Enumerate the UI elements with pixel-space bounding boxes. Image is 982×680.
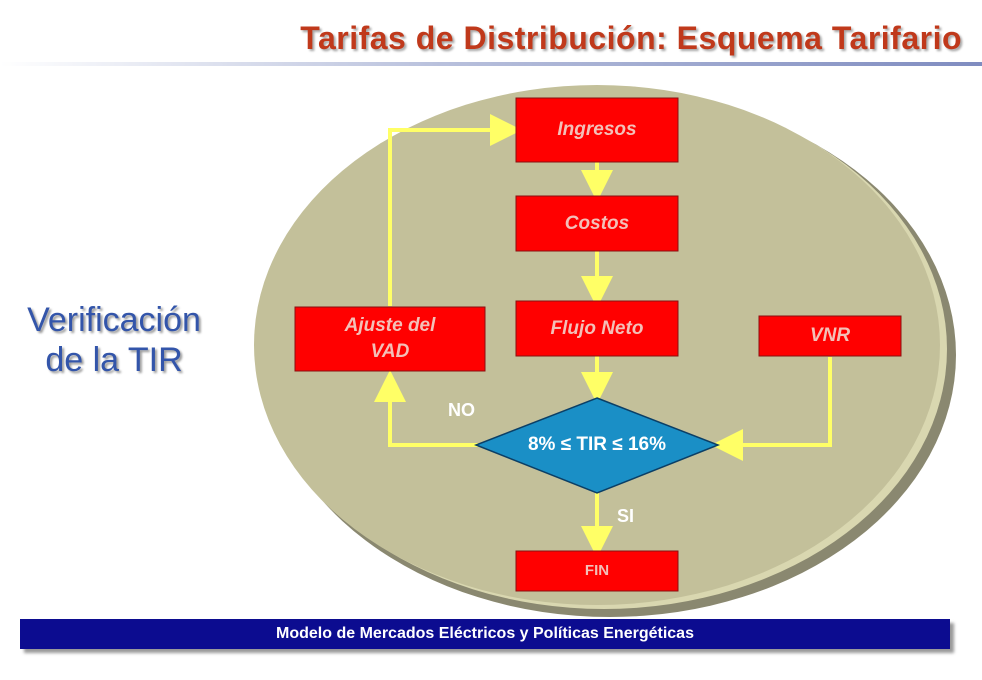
connector-vnr-to-decision: [711, 357, 832, 461]
label-ajuste-vad: Ajuste del VAD: [295, 307, 485, 371]
side-label-line-1: Verificación: [27, 301, 201, 339]
label-ingresos: Ingresos: [557, 119, 637, 140]
page-title: Tarifas de Distribución: Esquema Tarifar…: [300, 20, 962, 56]
title-underline: [0, 62, 982, 66]
label-ajuste-line-2: VAD: [370, 341, 410, 362]
box-fin: [515, 550, 679, 592]
label-decision: 8% ≤ TIR ≤ 16%: [527, 434, 667, 455]
box-flujo-neto: [515, 300, 679, 357]
label-ajuste-line-1: Ajuste del: [344, 315, 436, 336]
box-ajuste-vad: [294, 306, 486, 372]
footer-text: Modelo de Mercados Eléctricos y Política…: [276, 625, 694, 642]
connector-no-to-ajuste: [374, 370, 478, 447]
label-flujo-neto: Flujo Neto: [550, 317, 644, 339]
label-vnr: VNR: [809, 325, 851, 346]
side-label-line-2: de la TIR: [45, 341, 183, 379]
connector-ajuste-to-ingresos: [388, 114, 522, 306]
branch-label-no: NO: [448, 400, 475, 420]
label-fin: FIN: [584, 562, 610, 579]
decision-diamond: [473, 397, 721, 494]
side-label: Verificación de la TIR: [14, 300, 214, 380]
box-vnr: [758, 315, 902, 357]
branch-label-si: SI: [617, 506, 635, 526]
footer-banner: Modelo de Mercados Eléctricos y Política…: [20, 619, 950, 649]
label-costos: Costos: [564, 212, 630, 234]
box-costos: [515, 195, 679, 252]
box-ingresos: [515, 97, 679, 163]
